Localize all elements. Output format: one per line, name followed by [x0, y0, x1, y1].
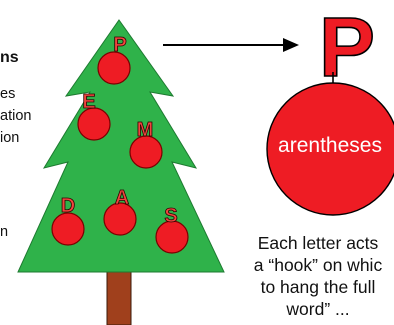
hook-letter: P	[319, 0, 375, 94]
ornament-label: arentheses	[278, 134, 382, 157]
arrow	[163, 38, 299, 52]
large-ornament	[266, 82, 394, 216]
tree-foliage	[17, 19, 225, 273]
section-title-fragment: ns	[0, 49, 19, 66]
caption: Each letter acts a “hook” on whic to han…	[228, 232, 394, 320]
ornament-letter: A	[115, 187, 129, 209]
left-text-line: n	[0, 224, 9, 240]
ornament-s: S	[155, 205, 189, 254]
ornament-a: A	[103, 187, 137, 236]
left-text-line: ion	[0, 130, 20, 146]
ornament-letter: P	[113, 34, 126, 56]
ornament-m: M	[129, 119, 163, 169]
caption-line: word” ...	[286, 299, 350, 319]
caption-line: to hang the full	[260, 277, 376, 297]
ornament-e: E	[77, 91, 111, 141]
caption-line: Each letter acts	[257, 233, 379, 253]
ornament-d: D	[51, 195, 85, 246]
ornament-letter: E	[82, 91, 95, 113]
tree-trunk	[106, 271, 132, 325]
left-text-line: es	[0, 86, 16, 102]
ornament-letter: M	[137, 119, 154, 141]
left-text-line: ation	[0, 108, 32, 124]
ornament-letter: S	[164, 205, 177, 227]
ornament-letter: D	[61, 195, 75, 217]
ornament-p: P	[97, 34, 131, 85]
caption-line: a “hook” on whic	[253, 255, 383, 275]
